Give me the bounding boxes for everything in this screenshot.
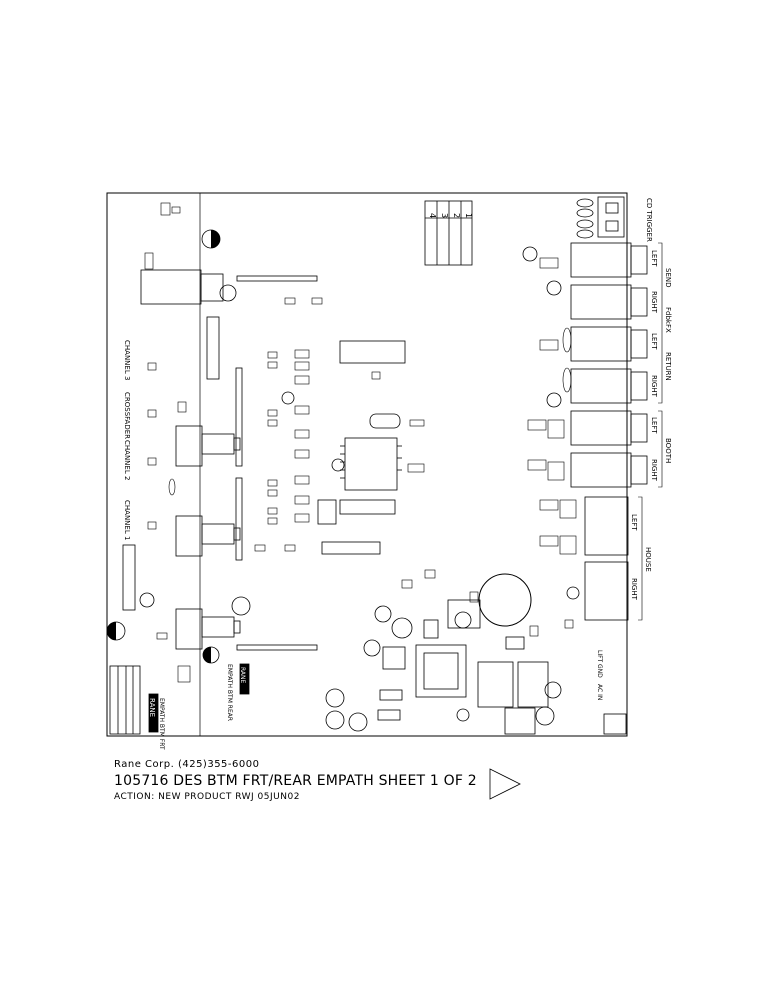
send-right-label: RIGHT [650, 291, 658, 314]
electrolytic-capacitors [106, 229, 580, 732]
action-line: ACTION: NEW PRODUCT RWJ 05JUN02 [114, 792, 300, 802]
send-label: SEND [664, 268, 672, 288]
board-name-front: EMPATH BTM FRT [158, 698, 165, 750]
crossfader-label: CROSSFADER [123, 392, 131, 439]
channel-3-label: CHANNEL 3 [123, 340, 131, 380]
ac-in-label: AC IN [596, 684, 603, 700]
booth-right-label: RIGHT [650, 459, 658, 482]
channel-faders [122, 269, 318, 651]
house-label: HOUSE [644, 547, 652, 572]
rca-jack-column [570, 242, 648, 621]
cd-trigger-connector [576, 196, 625, 239]
house-right-label: RIGHT [630, 578, 638, 601]
rev-row-1: 1 [464, 213, 473, 218]
rev-row-4: 4 [428, 213, 437, 218]
board-title-block: RANE EMPATH BTM FRT RANE EMPATH BTM REAR [109, 663, 250, 750]
return-label: RETURN [664, 352, 672, 381]
booth-left-label: LEFT [650, 417, 658, 434]
send-left-label: LEFT [650, 250, 658, 267]
cd-trigger-label: CD TRIGGER [645, 198, 653, 242]
drawing-title: 105716 DES BTM FRT/REAR EMPATH SHEET 1 O… [114, 773, 477, 789]
return-right-label: RIGHT [650, 375, 658, 398]
revision-table: 1 2 3 4 [424, 200, 473, 266]
rev-row-2: 2 [452, 213, 461, 218]
label-brackets [638, 242, 663, 621]
channel-1-label: CHANNEL 1 [123, 500, 131, 540]
rane-logo-rear-text: RANE [239, 667, 246, 684]
misc-parts [144, 202, 574, 637]
channel-2-label: CHANNEL 2 [123, 440, 131, 480]
smd-component-clusters [147, 206, 577, 683]
rev-row-3: 3 [440, 213, 449, 218]
board-outline [106, 192, 628, 737]
rane-logo-text: RANE [148, 698, 156, 717]
sheet-arrow [489, 768, 521, 800]
central-processor-ic [317, 340, 406, 555]
fdbkfx-label: FdbkFX [664, 307, 672, 333]
return-left-label: LEFT [650, 333, 658, 350]
house-left-label: LEFT [630, 514, 638, 531]
company-line: Rane Corp. (425)355-6000 [114, 759, 260, 770]
board-name-rear: EMPATH BTM REAR [226, 664, 233, 721]
lift-gnd-label: LIFT GND [596, 650, 603, 678]
rane-logo-rear [239, 663, 250, 695]
power-supply-section [377, 599, 627, 735]
rane-logo [148, 693, 159, 733]
booth-label: BOOTH [664, 438, 672, 463]
